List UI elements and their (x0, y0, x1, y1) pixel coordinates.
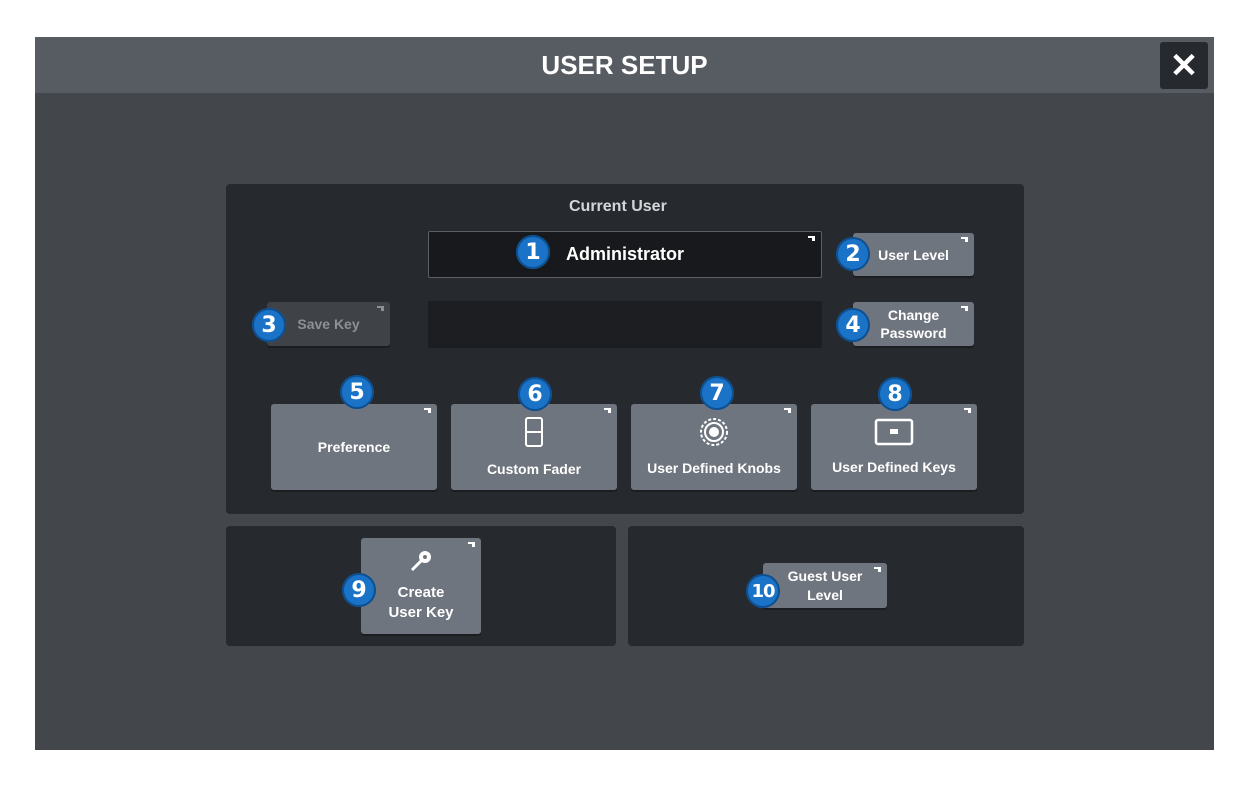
popup-indicator-icon (874, 567, 881, 572)
save-key-label: Save Key (297, 316, 360, 332)
key-button-icon (874, 418, 914, 451)
key-icon (408, 549, 434, 579)
close-icon: ✕ (1169, 46, 1199, 85)
callout-badge-5: 5 (340, 375, 374, 409)
guest-user-panel: Guest User Level (628, 526, 1024, 646)
create-user-key-label-line1: Create (397, 584, 445, 601)
current-user-label: Current User (569, 198, 667, 215)
callout-badge-1: 1 (516, 235, 550, 269)
user-defined-knobs-label: User Defined Knobs (647, 459, 781, 476)
callout-badge-3: 3 (252, 308, 286, 342)
callout-badge-10: 10 (746, 574, 780, 608)
change-password-label-line1: Change (887, 307, 940, 323)
popup-indicator-icon (808, 236, 815, 241)
guest-user-level-label-line2: Level (807, 586, 843, 603)
guest-user-level-button[interactable]: Guest User Level (763, 563, 887, 608)
fader-icon (524, 416, 544, 453)
callout-badge-8: 8 (878, 377, 912, 411)
custom-fader-button[interactable]: Custom Fader (451, 404, 617, 490)
title-bar: USER SETUP ✕ (35, 37, 1214, 93)
current-user-panel: Current User Administrator User Level Sa… (226, 184, 1024, 514)
popup-indicator-icon (961, 306, 968, 311)
user-defined-knobs-button[interactable]: User Defined Knobs (631, 404, 797, 490)
user-defined-keys-label: User Defined Keys (832, 458, 956, 475)
popup-indicator-icon (604, 408, 611, 413)
callout-badge-2: 2 (836, 237, 870, 271)
user-key-panel: Create User Key (226, 526, 616, 646)
popup-indicator-icon (964, 408, 971, 413)
change-password-button[interactable]: Change Password (853, 302, 974, 346)
user-name-value: Administrator (565, 244, 684, 264)
custom-fader-label: Custom Fader (486, 460, 582, 477)
user-level-button[interactable]: User Level (853, 233, 974, 276)
create-user-key-label-line2: User Key (388, 604, 454, 621)
save-key-button[interactable]: Save Key (267, 302, 390, 346)
close-button[interactable]: ✕ (1160, 42, 1208, 89)
knob-icon (699, 417, 729, 452)
callout-badge-4: 4 (836, 308, 870, 342)
user-setup-window: USER SETUP ✕ Current User Administrator … (35, 37, 1214, 750)
key-info-field (428, 301, 822, 348)
change-password-label-line2: Password (880, 325, 947, 341)
create-user-key-button[interactable]: Create User Key (361, 538, 481, 634)
popup-indicator-icon (784, 408, 791, 413)
callout-badge-9: 9 (342, 573, 376, 607)
popup-indicator-icon (468, 542, 475, 547)
popup-indicator-icon (961, 237, 968, 242)
user-defined-keys-button[interactable]: User Defined Keys (811, 404, 977, 490)
user-level-label: User Level (878, 246, 949, 263)
preference-label: Preference (317, 439, 391, 455)
popup-indicator-icon (377, 306, 384, 311)
window-title: USER SETUP (541, 49, 708, 80)
user-name-field[interactable]: Administrator (428, 231, 822, 278)
popup-indicator-icon (424, 408, 431, 413)
callout-badge-7: 7 (700, 376, 734, 410)
callout-badge-6: 6 (518, 377, 552, 411)
guest-user-level-label-line1: Guest User (787, 567, 863, 584)
preference-button[interactable]: Preference (271, 404, 437, 490)
